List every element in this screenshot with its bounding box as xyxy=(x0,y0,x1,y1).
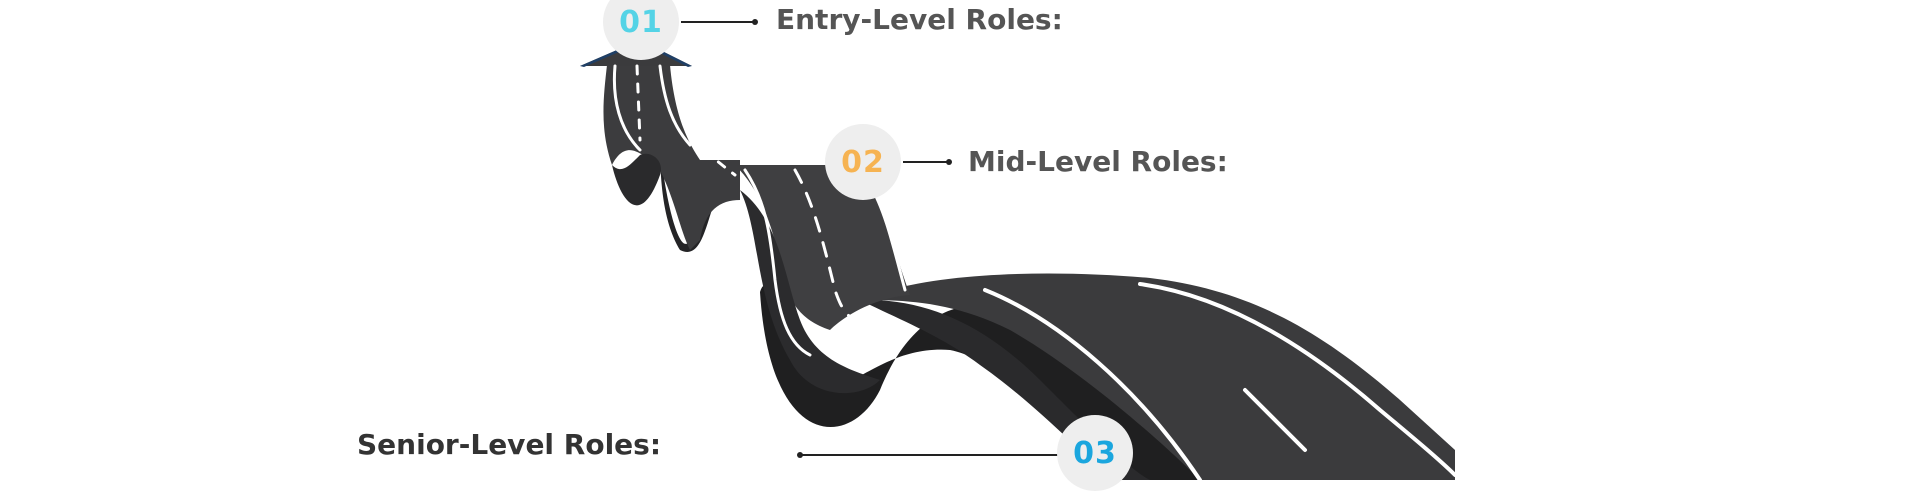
road-upper-bend-1 xyxy=(603,65,740,250)
career-road-illustration xyxy=(580,40,1457,480)
step-label-02: Mid-Level Roles: xyxy=(968,145,1228,178)
road-lower-sweep xyxy=(860,273,1455,480)
road-upper-wall xyxy=(612,153,661,206)
connector-line-03 xyxy=(797,452,1058,458)
step-number-01: 01 xyxy=(619,4,663,40)
road-middle-wall xyxy=(740,190,880,394)
step-badge-03: 03 xyxy=(1057,415,1133,491)
step-badge-02: 02 xyxy=(825,124,901,200)
step-badge-01: 01 xyxy=(603,0,679,60)
step-label-03: Senior-Level Roles: xyxy=(357,428,662,461)
step-label-01: Entry-Level Roles: xyxy=(776,3,1063,36)
road-middle-curve xyxy=(735,165,910,330)
step-number-02: 02 xyxy=(841,144,885,180)
connector-line-01 xyxy=(681,19,758,25)
step-number-03: 03 xyxy=(1073,435,1117,471)
connector-line-02 xyxy=(903,159,952,165)
